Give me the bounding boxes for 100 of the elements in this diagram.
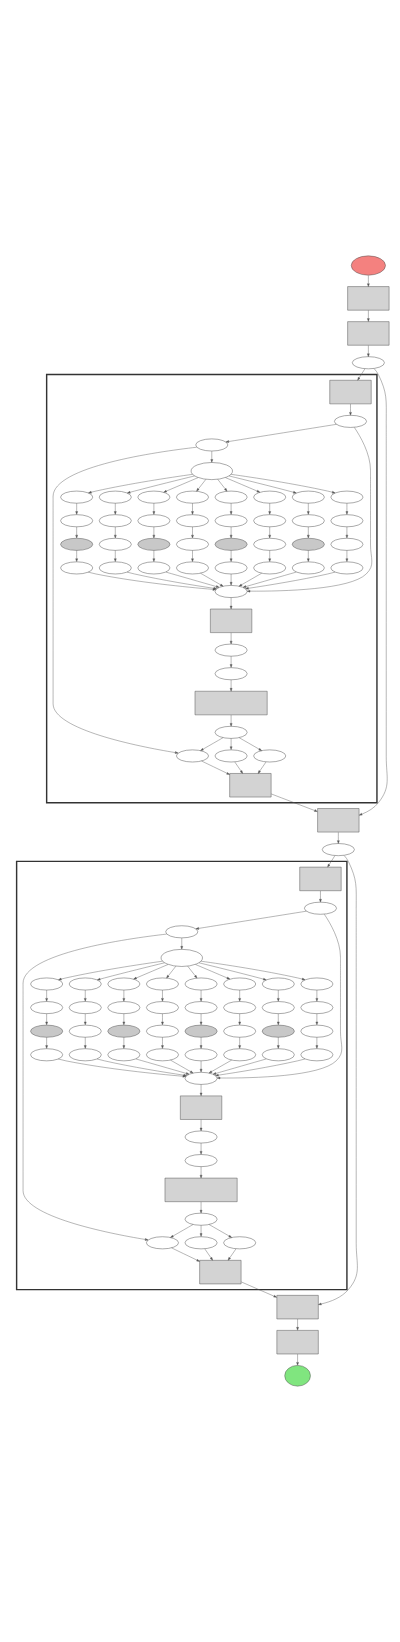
arrow xyxy=(257,761,267,774)
arrow xyxy=(171,1247,200,1262)
node-ellipse xyxy=(98,561,132,575)
node-ellipse xyxy=(184,1024,218,1038)
node-box xyxy=(180,1095,223,1120)
arrow xyxy=(163,477,199,493)
arrow xyxy=(196,479,207,492)
node-box xyxy=(317,808,360,833)
arrow xyxy=(358,368,388,816)
node-ellipse xyxy=(176,514,209,528)
arrow xyxy=(191,526,194,539)
arrow xyxy=(88,571,216,591)
arrow xyxy=(230,474,336,494)
arrow xyxy=(242,571,297,588)
arrow xyxy=(307,526,310,539)
node-ellipse xyxy=(352,356,385,370)
arrow xyxy=(217,479,228,492)
arrow xyxy=(135,1058,190,1075)
arrow xyxy=(229,714,233,727)
arrow xyxy=(277,1013,280,1026)
arrow xyxy=(268,526,271,539)
node-ellipse xyxy=(214,538,248,551)
node-ellipse xyxy=(214,749,248,763)
node-ellipse xyxy=(68,1024,102,1038)
arrow xyxy=(238,573,262,587)
arrow xyxy=(345,503,349,515)
arrow xyxy=(268,550,271,562)
node-box xyxy=(229,773,272,798)
arrow xyxy=(187,965,198,979)
node-ellipse xyxy=(253,538,287,551)
node-ellipse xyxy=(160,949,203,967)
node-ellipse xyxy=(330,514,364,528)
arrow xyxy=(229,679,233,692)
arrow xyxy=(58,960,163,981)
arrow xyxy=(225,477,261,493)
arrow xyxy=(84,1037,87,1049)
arrow xyxy=(208,1059,232,1074)
node-ellipse xyxy=(300,1001,334,1014)
arrow xyxy=(216,914,343,1080)
arrow xyxy=(229,526,233,539)
node-ellipse xyxy=(261,1001,295,1014)
arrow xyxy=(199,1013,203,1026)
node-ellipse xyxy=(190,462,233,480)
arrow xyxy=(114,526,117,539)
node-ellipse xyxy=(176,561,209,575)
arrow xyxy=(215,1058,306,1077)
node-ellipse xyxy=(137,514,171,528)
node-ellipse xyxy=(30,1024,63,1038)
arrow xyxy=(228,475,297,494)
node-ellipse xyxy=(253,514,287,528)
arrow xyxy=(315,989,319,1002)
arrow xyxy=(152,503,156,515)
arrow xyxy=(161,989,164,1002)
arrow xyxy=(200,737,224,751)
node-ellipse xyxy=(214,561,248,575)
node-ellipse xyxy=(184,1130,218,1144)
node-ellipse xyxy=(350,255,386,276)
node-box xyxy=(347,286,390,311)
arrow xyxy=(229,503,233,515)
arrow xyxy=(195,910,307,930)
arrow xyxy=(268,503,271,515)
arrow xyxy=(75,503,78,515)
arrow xyxy=(277,989,280,1002)
node-ellipse xyxy=(214,643,248,657)
arrow xyxy=(246,427,373,593)
arrow xyxy=(45,989,48,1002)
arrow xyxy=(84,989,87,1002)
arrow xyxy=(229,550,233,562)
arrow xyxy=(357,368,366,381)
arrow xyxy=(122,1037,126,1049)
arrow xyxy=(337,832,340,844)
node-box xyxy=(347,321,390,346)
node-ellipse xyxy=(107,1024,141,1038)
node-ellipse xyxy=(322,843,355,856)
node-ellipse xyxy=(184,1154,218,1167)
node-ellipse xyxy=(107,1001,141,1014)
node-ellipse xyxy=(60,538,93,551)
arrow xyxy=(199,1084,203,1097)
node-ellipse xyxy=(300,1048,334,1062)
arrow xyxy=(345,550,349,562)
node-ellipse xyxy=(300,1024,334,1038)
node-ellipse xyxy=(68,1001,102,1014)
arrow xyxy=(241,1281,277,1298)
node-ellipse xyxy=(214,514,248,528)
node-ellipse xyxy=(223,1048,256,1062)
node-ellipse xyxy=(30,1001,63,1014)
node-ellipse xyxy=(253,561,287,575)
arrow xyxy=(45,1013,48,1026)
arrow xyxy=(271,793,318,812)
arrow xyxy=(199,989,203,1002)
arrow xyxy=(200,960,306,981)
node-ellipse xyxy=(60,561,93,575)
arrow xyxy=(234,761,243,774)
node-ellipse xyxy=(223,1001,256,1014)
node-box xyxy=(164,1177,238,1202)
node-box xyxy=(276,1330,319,1355)
arrow xyxy=(58,1058,186,1078)
node-ellipse xyxy=(146,977,179,991)
arrow xyxy=(166,965,177,979)
node-ellipse xyxy=(184,1048,218,1062)
